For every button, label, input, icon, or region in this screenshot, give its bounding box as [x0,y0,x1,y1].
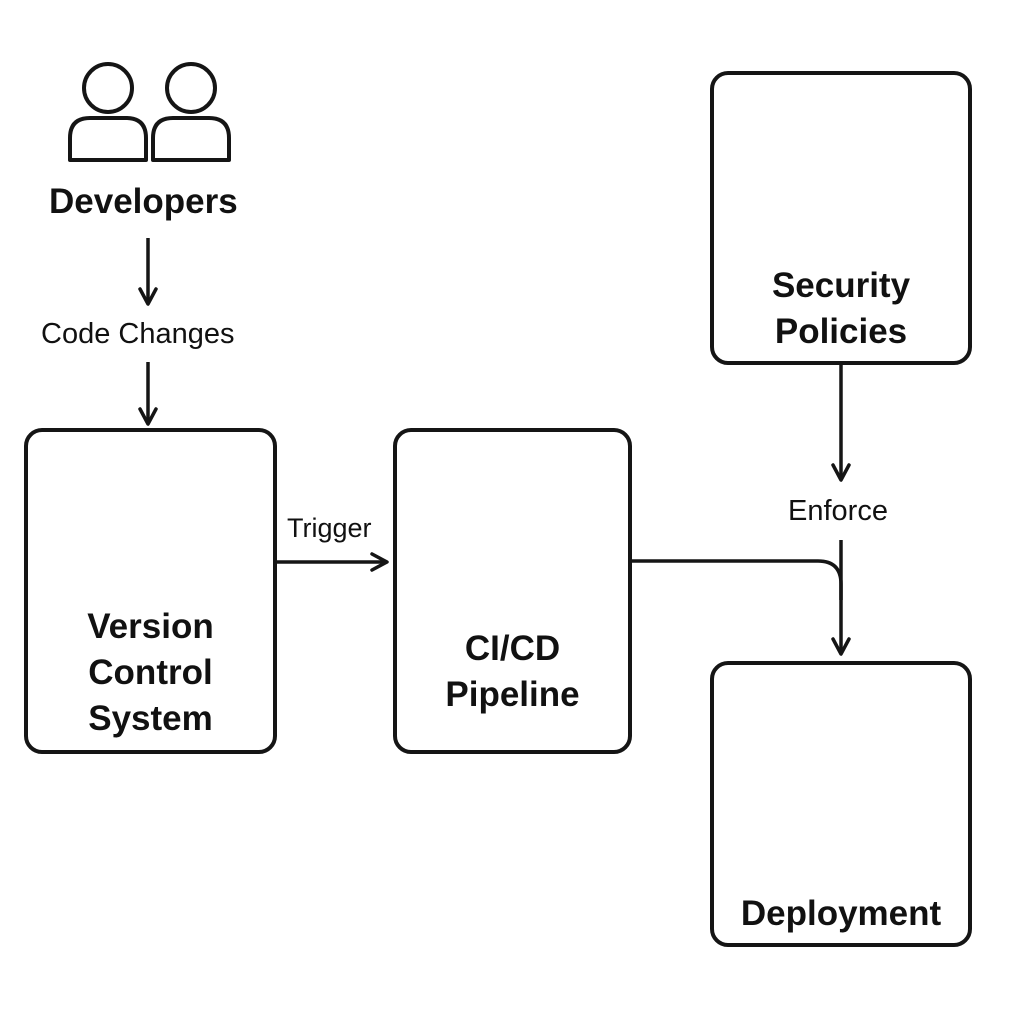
connector-pipeline-to-deployment [632,559,851,656]
ci-cd-pipeline-box[interactable]: CI/CD Pipeline [393,428,632,754]
vcs-title-line-1: Version [87,607,214,646]
security-policies-box[interactable]: Security Policies [710,71,972,365]
version-control-system-box[interactable]: Version Control System [24,428,277,754]
two-users-icon [68,62,231,162]
vcs-title-line-3: System [88,698,213,738]
ci-cd-pipeline-title: CI/CD Pipeline [397,626,628,718]
enforce-label: Enforce [788,495,888,527]
vcs-title-line-2: Control [88,652,213,692]
code-changes-label: Code Changes [41,318,235,350]
security-title-line-1: Security [771,266,911,305]
security-title-line-2: Policies [774,311,908,351]
security-policies-title: Security Policies [714,263,968,355]
version-control-system-title: Version Control System [28,604,273,742]
trigger-label: Trigger [287,513,372,543]
deployment-box[interactable]: Deployment [710,661,972,947]
developers-label: Developers [49,182,238,221]
pipeline-title-line-1: CI/CD [464,629,561,668]
deployment-title-line: Deployment [740,894,942,933]
pipeline-title-line-2: Pipeline [445,674,580,714]
deployment-title: Deployment [714,891,968,937]
